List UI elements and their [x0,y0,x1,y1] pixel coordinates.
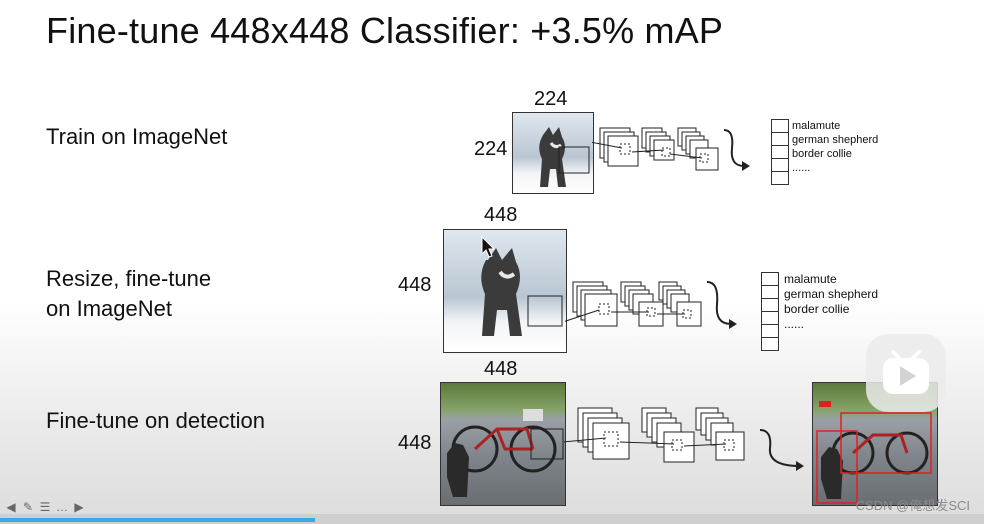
more-icon[interactable]: … [55,500,69,514]
width-label: 448 [484,204,517,227]
slide-title: Fine-tune 448x448 Classifier: +3.5% mAP [46,10,723,52]
width-label: 448 [484,358,517,381]
play-icon [881,350,931,396]
height-label: 224 [474,138,507,161]
cnn-diagram [564,402,804,482]
progress-fill [0,518,315,522]
class-label: german shepherd [792,133,878,147]
output-vector [771,120,789,185]
class-label: border collie [784,302,878,317]
class-label: malamute [784,272,878,287]
class-label: border collie [792,147,878,161]
menu-icon[interactable]: ☰ [38,500,52,514]
row-label-line: on ImageNet [46,294,211,324]
dog-illustration [444,230,566,352]
video-play-button[interactable] [866,334,946,412]
row-label-resize: Resize, fine-tune on ImageNet [46,264,211,324]
cnn-diagram [592,118,772,192]
class-label: malamute [792,119,878,133]
height-label: 448 [398,432,431,455]
dog-bike-illustration [441,383,565,505]
row-label-line: Fine-tune on detection [46,406,265,436]
height-label: 448 [398,274,431,297]
back-icon[interactable]: ◀ [4,500,18,514]
dog-illustration [513,113,593,193]
row-label-line: Resize, fine-tune [46,264,211,294]
class-label: ...... [792,161,878,175]
detection-image [440,382,566,506]
row-label-line: Train on ImageNet [46,122,227,152]
row-label-train: Train on ImageNet [46,122,227,152]
class-list: malamute german shepherd border collie .… [792,119,878,175]
watermark: CSDN @俺想发SCI [856,495,970,514]
forward-icon[interactable]: ▶ [72,500,86,514]
output-vector [761,273,779,351]
player-controls: ◀✎☰…▶ [4,500,89,514]
width-label: 224 [534,88,567,111]
cnn-diagram [565,276,765,356]
dog-image [443,229,567,353]
mouse-cursor-icon [481,236,495,258]
class-label: german shepherd [784,287,878,302]
dog-image [512,112,594,194]
pen-icon[interactable]: ✎ [21,500,35,514]
class-label: ...... [784,317,878,332]
class-list: malamute german shepherd border collie .… [784,272,878,332]
row-label-detection: Fine-tune on detection [46,406,265,436]
